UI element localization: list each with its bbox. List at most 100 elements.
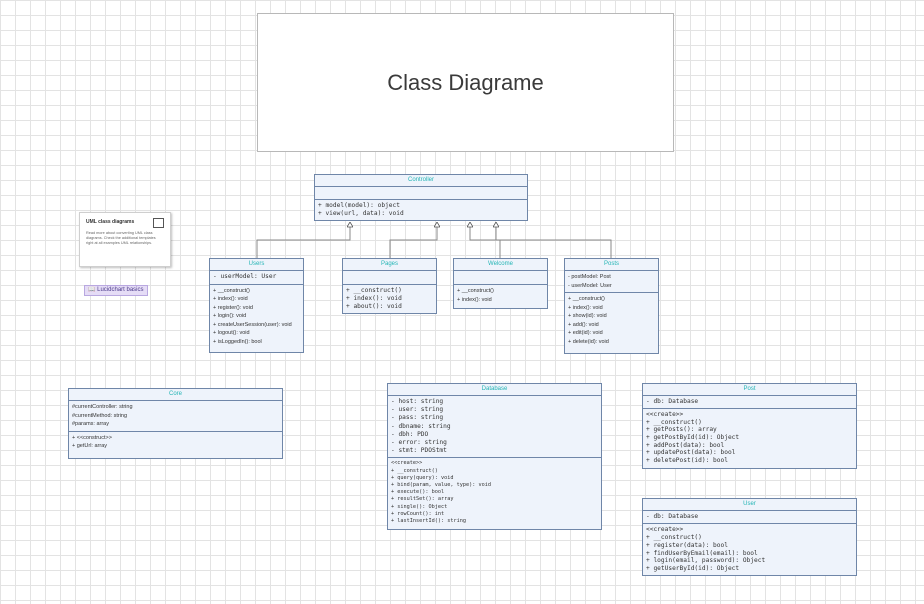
attribute: - stmt: PDOStmt	[391, 447, 447, 455]
method: + findUserByEmail(email): bool	[646, 549, 758, 557]
diagram-title-box[interactable]: Class Diagrame	[257, 13, 674, 152]
class-name: Core	[69, 389, 282, 401]
lucidchart-basics-tag[interactable]: 📖 Lucidchart basics	[84, 285, 148, 296]
method: <<create>>	[391, 460, 423, 467]
class-name: Database	[388, 384, 601, 396]
class-post[interactable]: Post - db: Database <<create>> + __const…	[642, 383, 857, 469]
method: + register(): void	[213, 304, 253, 311]
methods-section: <<create>> + __construct() + query(query…	[388, 458, 601, 527]
method: + __construct()	[457, 288, 494, 294]
method: + __construct()	[568, 296, 605, 302]
attribute: - host: string	[391, 398, 444, 405]
attributes-section	[343, 271, 436, 285]
class-database[interactable]: Database - host: string - user: string -…	[387, 383, 602, 530]
class-name: Post	[643, 384, 856, 396]
method: + <<construct>>	[72, 434, 112, 441]
method: + rowCount(): int	[391, 510, 445, 517]
methods-section: <<create>> + __construct() + register(da…	[643, 524, 856, 575]
method: + model(model): object	[318, 202, 400, 209]
class-name: Welcome	[454, 259, 547, 271]
method: + __construct()	[646, 534, 702, 541]
method: + execute(): bool	[391, 489, 445, 496]
method: + view(url, data): void	[318, 210, 404, 218]
method: + about(): void	[346, 303, 402, 311]
class-users[interactable]: Users - userModel: User + __construct() …	[209, 258, 304, 353]
uml-diagram-icon	[153, 218, 164, 228]
methods-section: + __construct() + index(): void + about(…	[343, 285, 436, 314]
method: + getPosts(): array	[646, 426, 717, 434]
method: + show(id): void	[568, 313, 607, 319]
attributes-section: - userModel: User	[210, 271, 303, 285]
method: + login(): void	[213, 313, 247, 319]
method: + index(): void	[568, 304, 603, 311]
method: <<create>>	[646, 526, 684, 534]
attribute: - dbname: string	[391, 422, 451, 430]
method: + __construct()	[646, 418, 702, 426]
connector-posts	[496, 223, 612, 258]
attributes-section: - db: Database	[643, 396, 856, 410]
method: + edit(id): void	[568, 330, 603, 336]
attributes-section: - postModel: Post - userModel: User	[565, 271, 658, 293]
class-pages[interactable]: Pages + __construct() + index(): void + …	[342, 258, 437, 314]
method: + bind(param, value, type): void	[391, 482, 491, 489]
attribute: #currentController: string	[72, 404, 133, 410]
method: <<create>>	[646, 411, 684, 419]
attributes-section: - db: Database	[643, 511, 856, 525]
attribute: - userModel: User	[568, 282, 612, 289]
method: + index(): void	[346, 295, 402, 303]
note-body: Read more about converting UML class dia…	[86, 231, 156, 245]
attribute: - dbh: PDO	[391, 430, 429, 438]
methods-section: <<create>> + __construct() + getPosts():…	[643, 409, 856, 466]
class-user[interactable]: User - db: Database <<create>> + __const…	[642, 498, 857, 576]
method: + __construct()	[213, 287, 250, 294]
class-controller[interactable]: Controller + model(model): object + view…	[314, 174, 528, 221]
uml-note-card[interactable]: UML class diagrams Read more about conve…	[79, 212, 171, 267]
method: + getUrl: array	[72, 443, 107, 449]
method: + index(): void	[213, 296, 248, 302]
method: + deletePost(id): bool	[646, 456, 728, 464]
class-name: Posts	[565, 259, 658, 271]
method: + getUserById(id): Object	[646, 565, 740, 573]
note-title: UML class diagrams	[86, 219, 135, 225]
method: + logout(): void	[213, 330, 250, 336]
class-posts[interactable]: Posts - postModel: Post - userModel: Use…	[564, 258, 659, 354]
methods-section: + <<construct>> + getUrl: array	[69, 432, 282, 453]
method: + index(): void	[457, 296, 492, 303]
connector-users	[256, 223, 350, 258]
attribute: - pass: string	[391, 414, 444, 422]
method: + createUserSession(user): void	[213, 321, 292, 328]
method: + resultSet(): array	[391, 496, 454, 503]
connector-pages	[389, 223, 437, 258]
class-core[interactable]: Core #currentController: string #current…	[68, 388, 283, 459]
methods-section: + model(model): object + view(url, data)…	[315, 200, 527, 220]
method: + getPostById(id): Object	[646, 433, 740, 441]
attribute: - user: string	[391, 406, 444, 414]
attribute: #params: array	[72, 421, 109, 427]
method: + isLoggedIn(): bool	[213, 338, 262, 345]
method: + updatePost(data): bool	[646, 449, 736, 457]
methods-section: + __construct() + index(): void + show(i…	[565, 293, 658, 348]
method: + add(): void	[568, 321, 599, 328]
attribute: - db: Database	[646, 513, 699, 520]
attribute: - userModel: User	[213, 273, 277, 280]
method: + __construct()	[346, 287, 402, 294]
attributes-section	[315, 187, 527, 200]
connector-welcome	[470, 223, 501, 258]
attributes-section	[454, 271, 547, 285]
attribute: #currentMethod: string	[72, 412, 128, 419]
method: + single(): Object	[391, 503, 448, 510]
class-name: Users	[210, 259, 303, 271]
class-name: User	[643, 499, 856, 511]
method: + delete(id): void	[568, 338, 609, 345]
class-welcome[interactable]: Welcome + __construct() + index(): void	[453, 258, 548, 309]
attribute: - db: Database	[646, 398, 699, 405]
method: + query(query): void	[391, 474, 454, 481]
methods-section: + __construct() + index(): void	[454, 285, 547, 306]
class-name: Pages	[343, 259, 436, 271]
attributes-section: #currentController: string #currentMetho…	[69, 401, 282, 432]
attribute: - error: string	[391, 439, 447, 447]
diagram-title: Class Diagrame	[387, 69, 544, 95]
method: + addPost(data): bool	[646, 441, 725, 449]
method: + login(email, password): Object	[646, 557, 766, 565]
